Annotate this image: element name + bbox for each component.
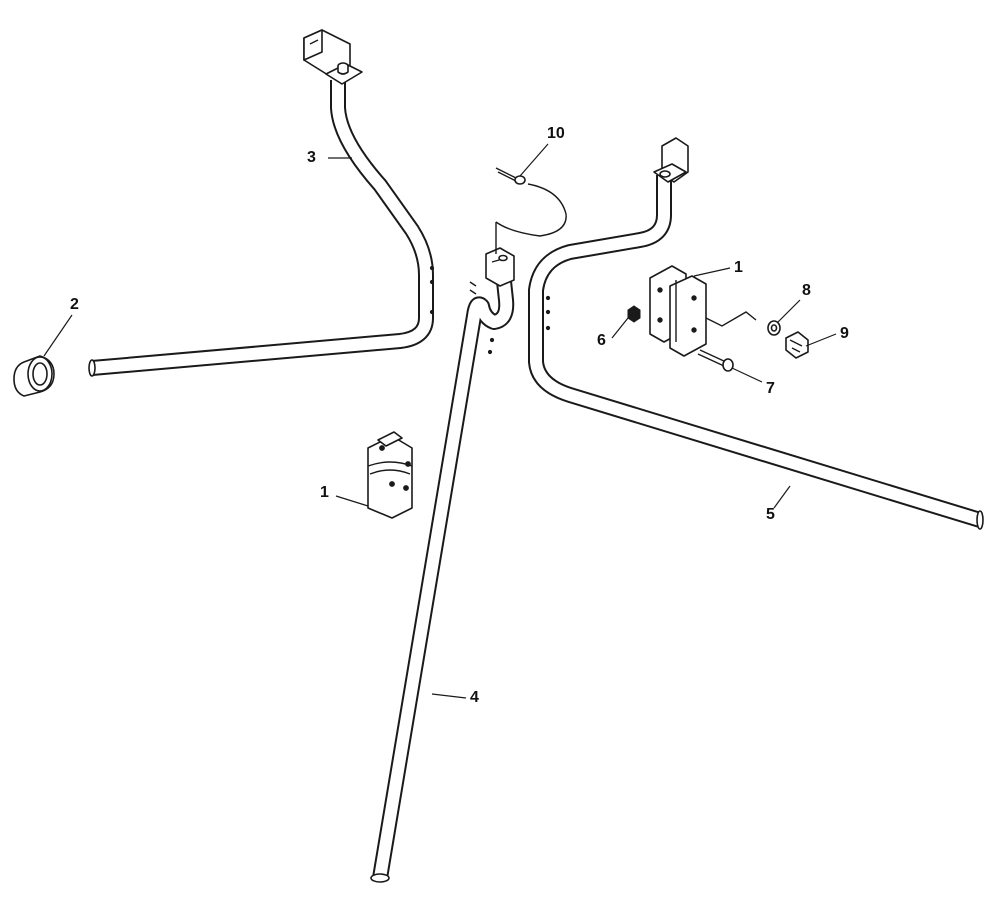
callout-6: 6 [597, 332, 606, 349]
callout-8: 8 [802, 282, 811, 299]
leader-9 [805, 333, 837, 347]
callout-7: 7 [766, 380, 775, 397]
leader-5 [773, 485, 791, 509]
leader-8 [777, 299, 801, 323]
leader-1-lower [335, 495, 369, 507]
leader-1-upper [693, 267, 731, 277]
part-6-nut [627, 305, 641, 323]
callout-1-lower: 1 [320, 484, 329, 501]
part-1-hinge-bracket-upper [649, 265, 707, 357]
part-9-knob [785, 331, 809, 359]
part-1-hinge-bracket-lower [367, 431, 413, 519]
callout-4: 4 [470, 689, 479, 706]
callout-9: 9 [840, 325, 849, 342]
leader-10 [519, 143, 549, 177]
callout-1-upper: 1 [734, 259, 743, 276]
leader-2 [43, 314, 73, 357]
callout-5: 5 [766, 506, 775, 523]
part-2-end-cap [13, 355, 55, 397]
leader-lines [43, 143, 837, 699]
part-7-bolt [697, 349, 734, 372]
leader-7 [731, 367, 763, 383]
part-3-left-leg-tube [88, 29, 435, 377]
part-8-washer [767, 320, 781, 336]
part-4-center-leg-tube [370, 247, 515, 883]
callout-10: 10 [547, 125, 565, 142]
part-5-right-leg-tube [528, 137, 984, 530]
leader-6 [611, 317, 629, 339]
leader-4 [431, 693, 467, 699]
spring-pin-wire [705, 311, 757, 327]
callout-3: 3 [307, 149, 316, 166]
callout-2: 2 [70, 296, 79, 313]
part-10-lanyard-pin [495, 167, 567, 254]
